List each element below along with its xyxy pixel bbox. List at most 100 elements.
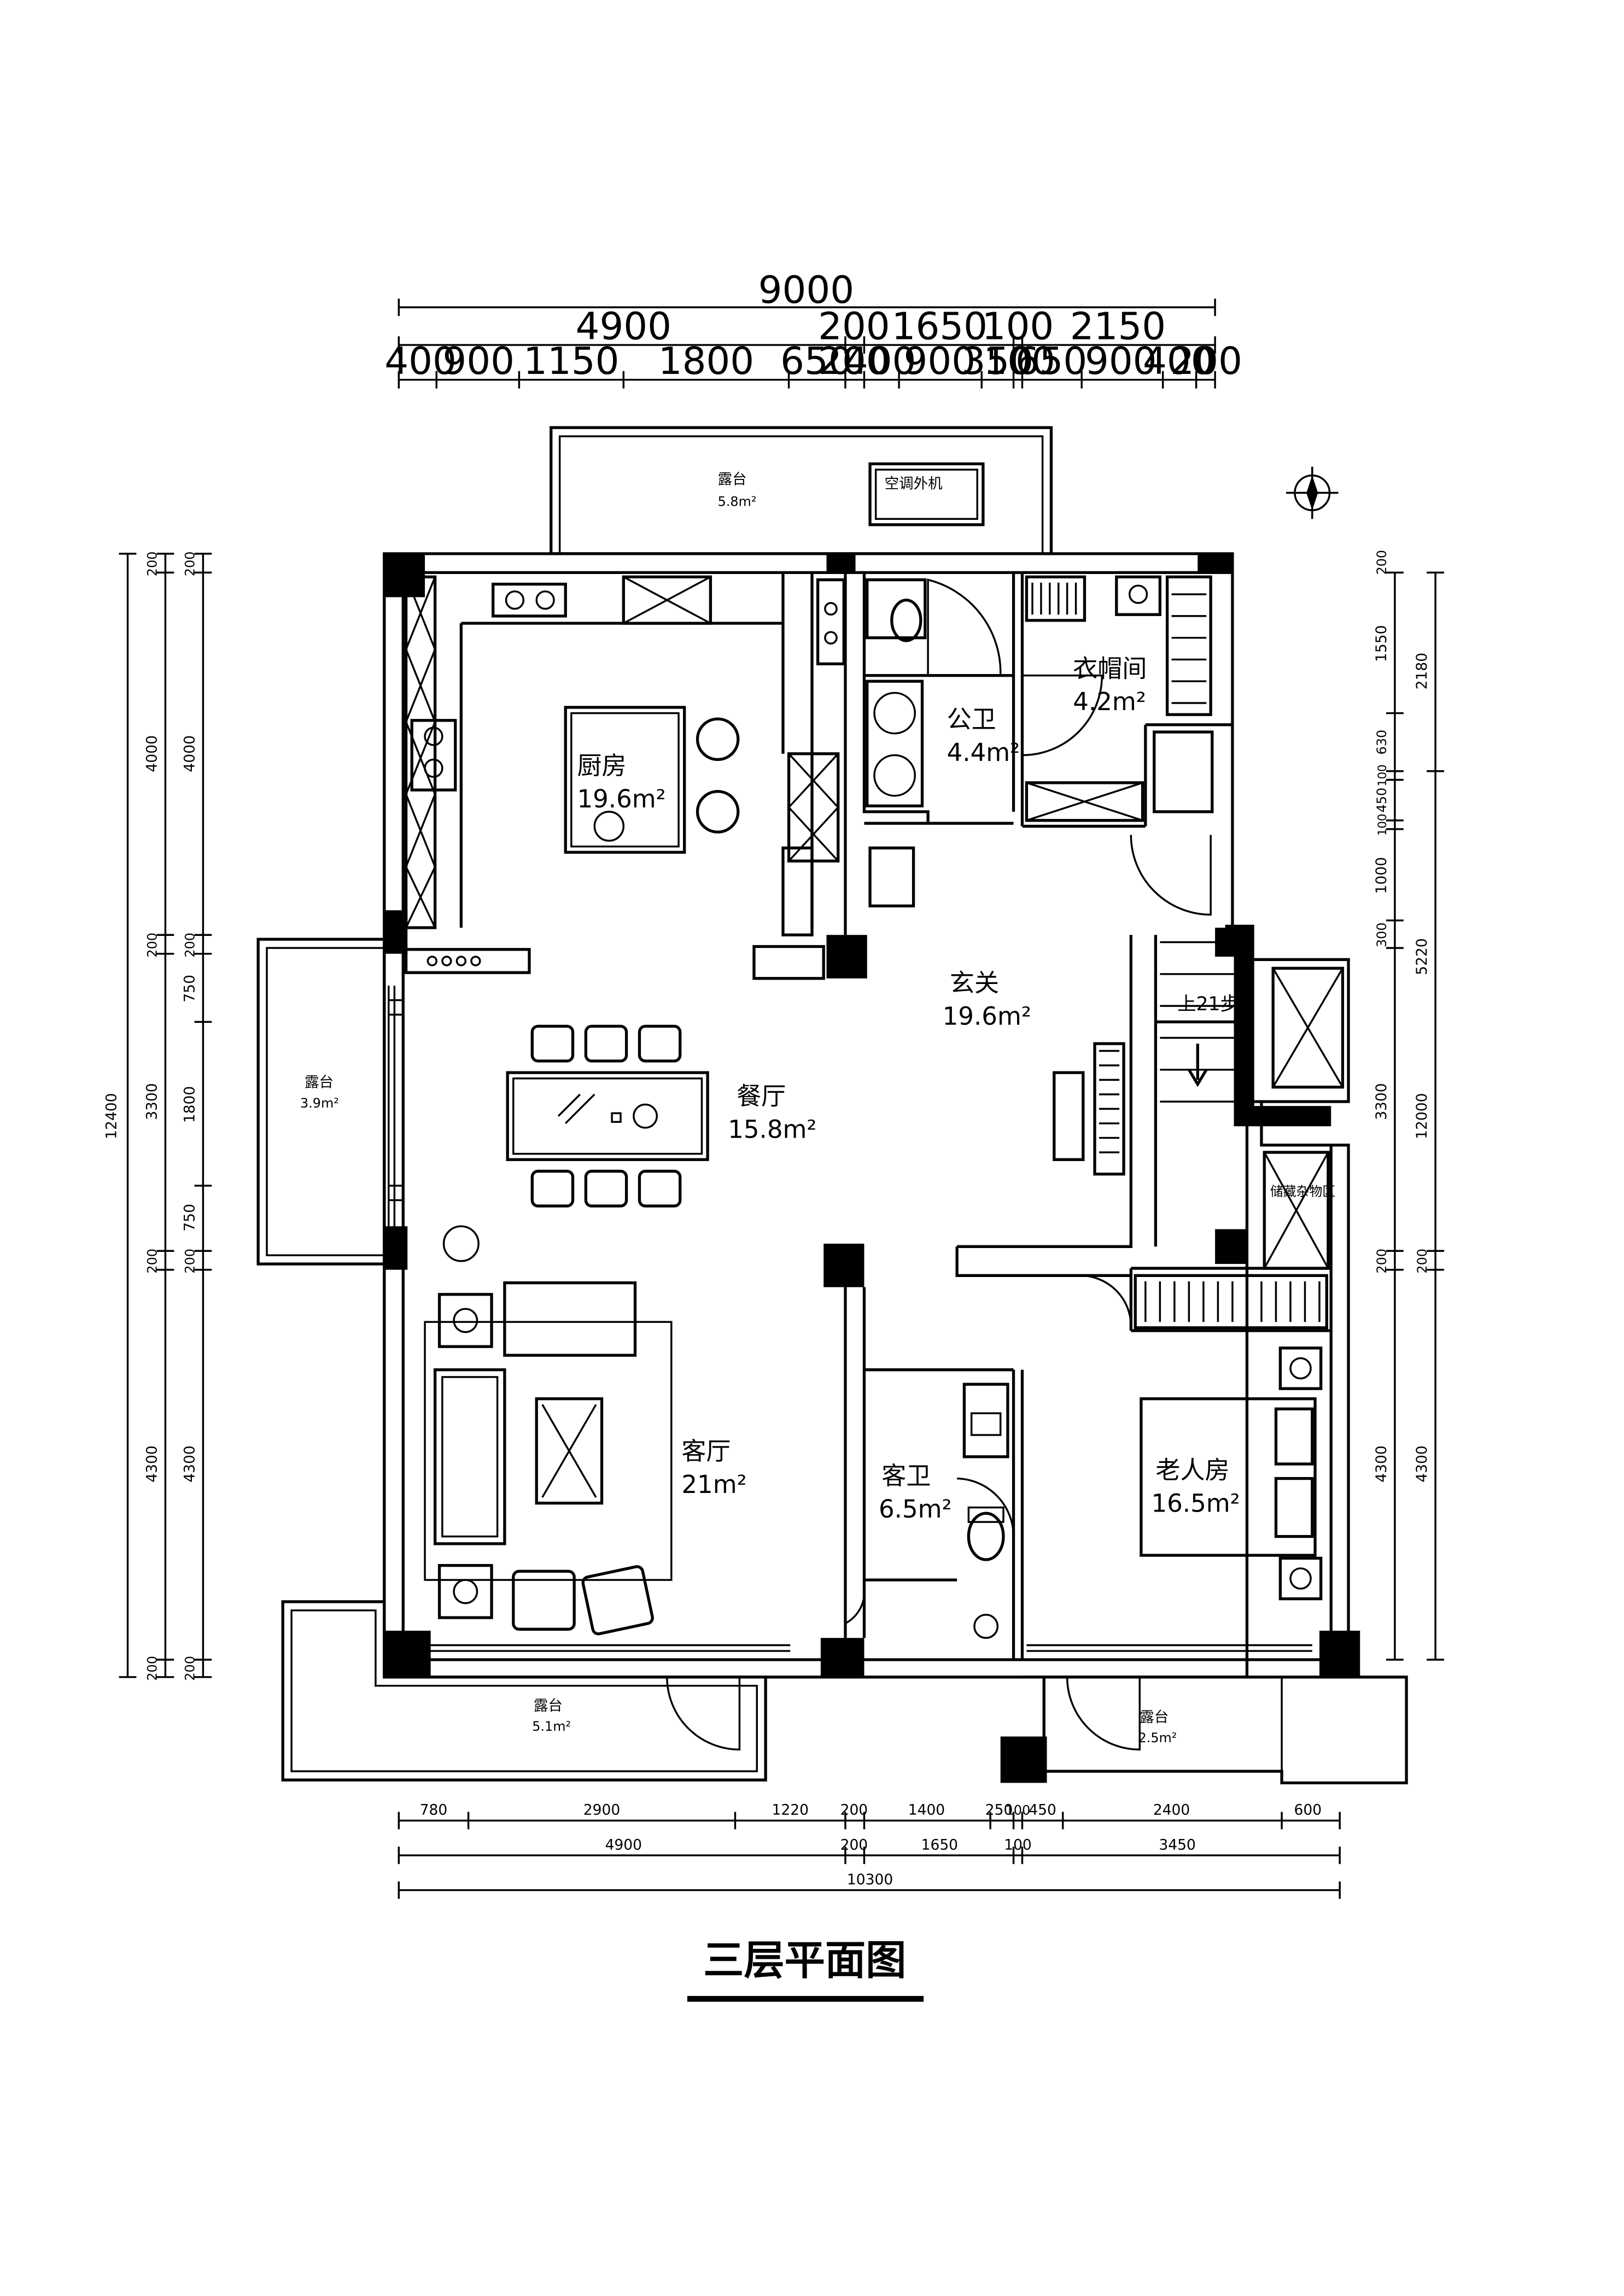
dim-top-d1: 400 (384, 339, 457, 383)
dim-right-d5: 4300 (1413, 1445, 1430, 1482)
dim-right-m1: 200 (1374, 550, 1389, 575)
dim-bottom-m1: 4900 (605, 1836, 642, 1853)
dim-left-m1: 200 (145, 552, 160, 577)
dim-right-m9: 3300 (1373, 1083, 1390, 1120)
dim-right-m6: 100 (1376, 813, 1389, 835)
dim-right-m4: 100 (1376, 764, 1389, 786)
elder-room-fixtures (1140, 1346, 1323, 1601)
dim-right-m10: 200 (1374, 1249, 1389, 1274)
dim-top-d14: 200 (1170, 339, 1242, 383)
dim-top-mid-4: 100 (982, 304, 1054, 348)
guest-wc-area: 6.5m² (879, 1495, 952, 1524)
dim-bottom-m3: 1650 (921, 1836, 958, 1853)
toilet-icon (967, 1512, 1005, 1561)
dim-top-mid-1: 4900 (576, 304, 671, 348)
dining-fixtures (388, 999, 709, 1262)
dim-left-d6: 750 (181, 1204, 198, 1232)
ac-unit-box (868, 462, 985, 526)
foyer-name: 玄关 (950, 969, 999, 998)
piano-keys (1093, 1042, 1125, 1176)
dim-bottom-d2: 2900 (583, 1802, 620, 1819)
dim-bottom-d1: 780 (420, 1802, 448, 1819)
dim-bottom-d3: 1220 (772, 1802, 809, 1819)
dim-right-m11: 4300 (1373, 1445, 1390, 1482)
dim-bottom-d7: 100 (1006, 1803, 1031, 1818)
dim-left-d1: 200 (182, 552, 197, 577)
terrace-south-right-name: 露台 (1140, 1709, 1169, 1726)
kitchen-area: 19.6m² (577, 784, 665, 813)
dim-top-mid-5: 2150 (1070, 304, 1166, 348)
dim-right-m2: 1550 (1373, 625, 1390, 662)
dim-top-d5: 650 (780, 339, 852, 383)
page-title: 三层平面图 (703, 1936, 906, 1984)
dim-bottom-total: 10300 (847, 1871, 893, 1888)
terrace-south-right-area: 2.5m² (1138, 1730, 1177, 1746)
dim-bottom-d10: 600 (1294, 1802, 1322, 1819)
terrace-north-outline (550, 426, 1053, 555)
dining-chairs (530, 1024, 682, 1208)
dim-bottom-m2: 200 (840, 1836, 868, 1853)
dim-left-d5: 1800 (181, 1086, 198, 1123)
living-name: 客厅 (681, 1437, 731, 1466)
dim-top-d9: 350 (962, 339, 1034, 383)
dim-top-d12: 900 (1085, 339, 1157, 383)
bar-stool (696, 717, 740, 762)
kitchen-island (564, 706, 686, 854)
dim-bottom-d5: 1400 (908, 1802, 945, 1819)
dim-top-d2: 900 (442, 339, 515, 383)
cloakroom-name: 衣帽间 (1073, 654, 1147, 683)
dim-bottom-d8: 450 (1029, 1802, 1056, 1819)
dim-top-mid-2: 200 (818, 304, 890, 348)
dim-right-m5: 450 (1374, 788, 1389, 813)
service-fixtures (781, 578, 927, 936)
annotations: 上21步 储藏杂物区 (1177, 993, 1335, 1199)
guest-wc-name: 客卫 (881, 1461, 931, 1490)
dining-table (506, 1071, 709, 1161)
dim-top-mid-3: 1650 (892, 304, 988, 348)
public-wc-area: 4.4m² (947, 738, 1020, 767)
dim-bottom-d9: 2400 (1153, 1802, 1190, 1819)
sofa-top (503, 1281, 637, 1357)
terrace-south-right-outline (1022, 1676, 1408, 1785)
sink-icon (492, 582, 567, 618)
room-labels: 厨房 19.6m² 餐厅 15.8m² 客厅 21m² 玄关 19.6m² 公卫… (577, 654, 1240, 1524)
dim-right-d1: 2180 (1413, 653, 1430, 689)
terrace-north-name: 露台 (718, 471, 747, 488)
storage-label: 储藏杂物区 (1270, 1184, 1335, 1199)
drawing-title: 三层平面图 (687, 1936, 924, 2002)
dim-right-d2: 5220 (1413, 938, 1430, 975)
dim-top-d10: 100 (983, 339, 1055, 383)
dim-top-d7: 400 (844, 339, 916, 383)
top-dimensions: 9000 4900 200 1650 100 2150 400 900 1150… (384, 268, 1242, 389)
dim-bottom-d6: 250 (985, 1802, 1013, 1819)
dim-top-d8: 900 (904, 339, 976, 383)
dim-left-m6: 4300 (144, 1445, 161, 1482)
dim-left-m2: 4000 (144, 735, 161, 772)
terrace-west-area: 3.9m² (300, 1096, 339, 1111)
cloakroom-fixtures (1025, 575, 1214, 822)
doors (666, 578, 1212, 1751)
structural-columns (384, 553, 1360, 1783)
plant-icon (442, 1225, 480, 1262)
dim-top-total: 9000 (758, 268, 854, 312)
living-fixtures (424, 1281, 673, 1636)
dim-bottom-m4: 100 (1004, 1836, 1032, 1853)
right-dimensions: 200 1550 630 100 450 100 1000 300 3300 2… (1373, 550, 1445, 1661)
living-area: 21m² (681, 1470, 746, 1499)
dim-left-d9: 200 (182, 1656, 197, 1681)
dim-bottom-m5: 3450 (1159, 1836, 1195, 1853)
armchair (581, 1565, 654, 1636)
bottom-dimensions: 780 2900 1220 200 1400 250 100 450 2400 … (398, 1802, 1341, 1899)
dim-right-d3: 12000 (1413, 1093, 1430, 1139)
dim-left-d8: 4300 (181, 1445, 198, 1482)
toilet-icon (890, 599, 922, 642)
cloakroom-area: 4.2m² (1073, 687, 1146, 716)
dim-right-m7: 1000 (1373, 857, 1390, 894)
ac-unit-label: 空调外机 (885, 476, 943, 493)
dim-top-d4: 1800 (658, 339, 754, 383)
dim-bottom-d4: 200 (840, 1802, 868, 1819)
dim-left-m7: 200 (145, 1656, 160, 1681)
dining-area: 15.8m² (728, 1115, 816, 1144)
dim-left-m5: 200 (145, 1249, 160, 1274)
terrace-west-name: 露台 (305, 1074, 334, 1091)
